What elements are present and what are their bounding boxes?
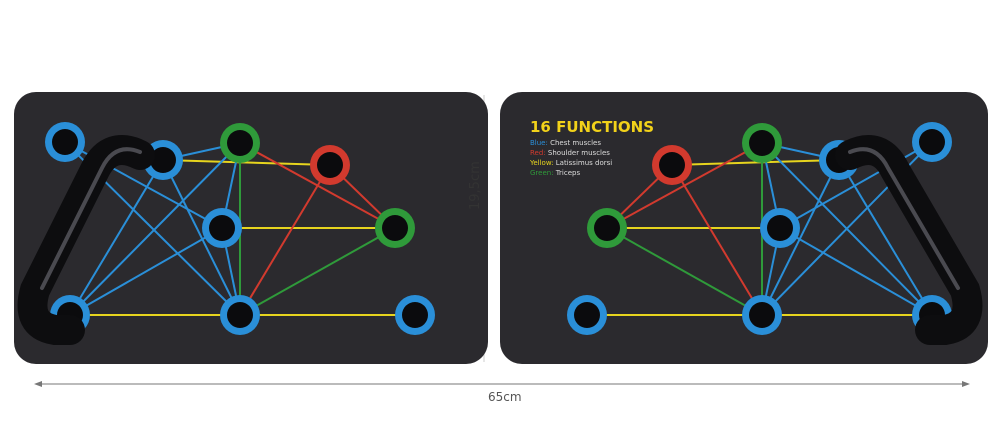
hole [594, 215, 620, 241]
right-handle [835, 135, 983, 345]
legend-label: Latissimus dorsi [555, 159, 613, 167]
function-line [779, 227, 933, 316]
legend-color-key: Green: [530, 169, 554, 177]
hole [767, 215, 793, 241]
legend-label: Shoulder muscles [547, 149, 610, 157]
hole [749, 302, 775, 328]
function-line [69, 159, 164, 316]
hole [227, 302, 253, 328]
hole [52, 129, 78, 155]
legend-label: Chest muscles [550, 139, 601, 147]
function-line [671, 159, 840, 166]
legend-color-key: Yellow: [530, 159, 554, 167]
left-handle [17, 135, 155, 345]
hole [749, 130, 775, 156]
function-line [239, 164, 331, 316]
function-line [671, 164, 763, 316]
arrowhead-right [962, 381, 970, 387]
legend-item: Green: Triceps [530, 168, 654, 178]
height-label: 19,5cm [468, 161, 483, 210]
hole [227, 130, 253, 156]
function-line [162, 159, 331, 166]
hole [402, 302, 428, 328]
function-line [779, 141, 933, 229]
hole [919, 129, 945, 155]
function-line [162, 159, 241, 316]
function-line [69, 227, 223, 316]
function-line [606, 227, 763, 316]
hole [209, 215, 235, 241]
legend-item: Blue: Chest muscles [530, 138, 654, 148]
hole [317, 152, 343, 178]
legend-color-key: Red: [530, 149, 546, 157]
hole [574, 302, 600, 328]
functions-title: 16 FUNCTIONS [530, 118, 655, 136]
hole [382, 215, 408, 241]
function-line [761, 142, 933, 316]
arrowhead-left [34, 381, 42, 387]
function-line [239, 227, 396, 316]
legend-item: Yellow: Latissimus dorsi [530, 158, 654, 168]
legend-item: Red: Shoulder muscles [530, 148, 654, 158]
width-label: 65cm [488, 390, 522, 404]
function-line [69, 142, 241, 316]
hole [659, 152, 685, 178]
legend-color-key: Blue: [530, 139, 548, 147]
legend-label: Triceps [555, 169, 581, 177]
hole [150, 147, 176, 173]
function-line [761, 159, 840, 316]
